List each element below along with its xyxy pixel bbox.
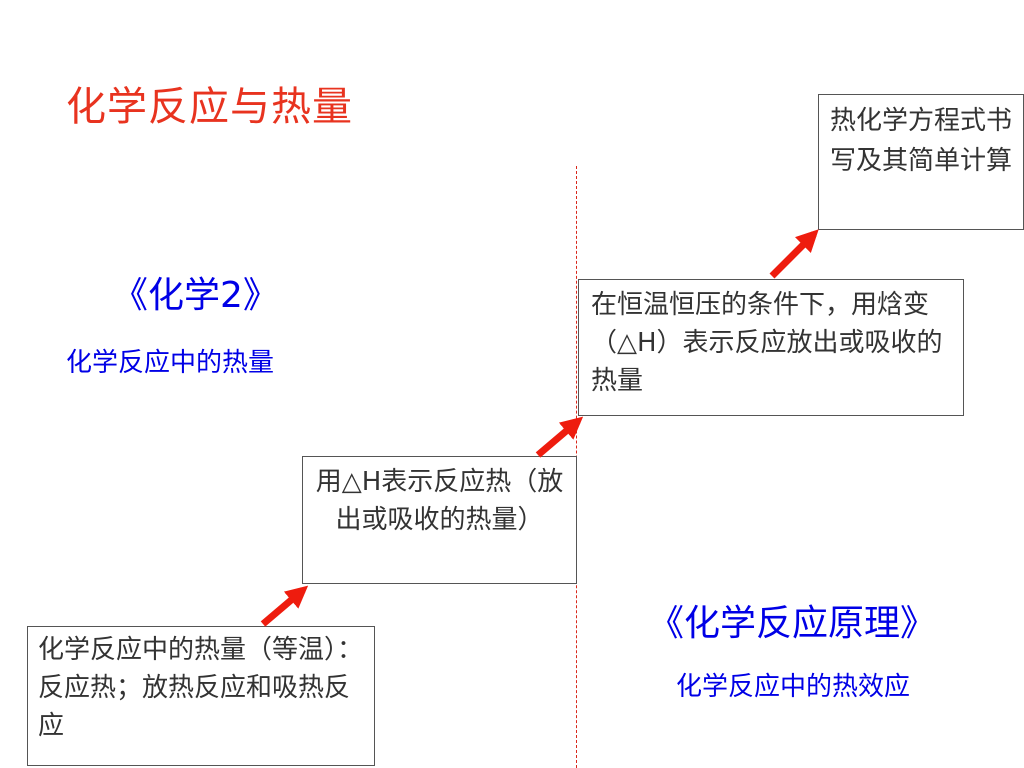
- step-box-4: 热化学方程式书写及其简单计算: [818, 94, 1024, 230]
- slide-title: 化学反应与热量: [66, 84, 353, 130]
- step-box-3: 在恒温恒压的条件下，用焓变（△H）表示反应放出或吸收的热量: [578, 279, 964, 416]
- left-subtitle: 化学反应中的热量: [66, 348, 275, 378]
- step-box-1: 化学反应中的热量（等温）：反应热；放热反应和吸热反应: [27, 626, 375, 766]
- arrow-icon-3: [769, 229, 819, 279]
- arrow-icon-1: [260, 585, 309, 627]
- step-box-2: 用△H表示反应热（放出或吸收的热量）: [302, 456, 577, 584]
- arrow-icon-2: [535, 416, 584, 458]
- right-book-title: 《化学反应原理》: [648, 603, 937, 644]
- left-book-title: 《化学2》: [112, 275, 279, 316]
- right-subtitle: 化学反应中的热效应: [676, 672, 911, 702]
